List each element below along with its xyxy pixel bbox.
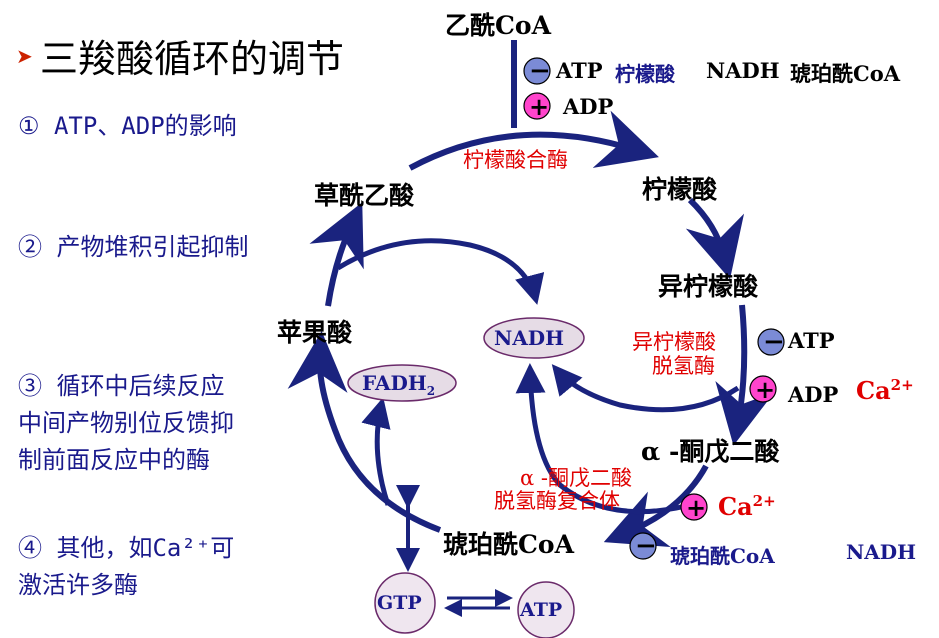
list-item: 激活许多酶	[18, 571, 138, 599]
fadh2-subscript: 2	[426, 384, 436, 398]
reg-idh-minus-atp: ATP	[788, 328, 835, 353]
reg-cs-minus-nadh: NADH	[706, 58, 780, 83]
enzyme-akgdh-line2: 脱氢酶复合体	[494, 489, 620, 513]
node-succinyl-coa: 琥珀酰CoA	[443, 530, 574, 559]
gtp-circle	[374, 572, 436, 634]
reg-akg-plus-ca: Ca2+	[718, 492, 776, 521]
enzyme-akgdh-line1: α -酮戊二酸	[520, 466, 632, 490]
label-gtp: GTP	[377, 592, 422, 614]
minus-icon	[523, 57, 551, 85]
list-item: 中间产物别位反馈抑	[18, 409, 234, 437]
label-atp: ATP	[520, 599, 563, 621]
ca-symbol: Ca	[856, 376, 891, 405]
node-isocitrate: 异柠檬酸	[658, 272, 759, 301]
plus-sign: +	[755, 375, 776, 404]
arrow-to-fadh2	[361, 397, 391, 506]
plus-icon	[680, 493, 708, 521]
reg-cs-minus-succinylcoa: 琥珀酰CoA	[790, 61, 901, 86]
plus-icon	[523, 92, 551, 120]
reg-cs-minus-citrate: 柠檬酸	[615, 62, 675, 86]
plus-icon	[749, 375, 777, 403]
node-malate: 苹果酸	[277, 318, 353, 347]
arrow-idh-to-nadh	[551, 364, 740, 413]
minus-sign: −	[763, 327, 785, 357]
minus-sign: −	[635, 531, 657, 561]
node-citrate: 柠檬酸	[642, 175, 718, 204]
arrow-akg-to-succinylcoa	[603, 464, 709, 548]
list-item: ② 产物堆积引起抑制	[18, 233, 249, 261]
arrow-citrate-to-isocitrate	[685, 197, 745, 280]
list-item: ④ 其他，如Ca²⁺可	[18, 534, 235, 562]
minus-icon	[757, 328, 785, 356]
minus-sign: −	[529, 56, 551, 86]
ca-charge: 2+	[890, 376, 914, 394]
fadh2-ellipse	[347, 364, 457, 402]
nadh-ellipse	[483, 317, 585, 359]
reg-akg-minus-nadh: NADH	[846, 540, 917, 564]
node-alpha-ketoglutarate: α -酮戊二酸	[641, 437, 780, 466]
plus-sign: +	[529, 92, 550, 121]
label-nadh: NADH	[494, 326, 565, 350]
fadh2-base: FADH	[362, 371, 427, 395]
enzyme-idh-line2: 脱氢酶	[652, 354, 715, 378]
arrow-akgdh-to-nadh	[515, 363, 691, 515]
arrow-malate-to-oaa	[309, 202, 364, 307]
ca-symbol: Ca	[718, 492, 753, 521]
node-oxaloacetate: 草酰乙酸	[314, 181, 415, 210]
reg-cs-minus-atp: ATP	[556, 58, 603, 83]
ca-charge: 2+	[752, 492, 776, 510]
plus-sign: +	[686, 493, 707, 522]
arrow-isocitrate-to-akg	[715, 304, 775, 446]
page-title: 三羧酸循环的调节	[40, 37, 345, 81]
reg-idh-plus-ca: Ca2+	[856, 376, 914, 405]
arrow-mdh-to-nadh	[336, 238, 545, 305]
title-bullet-icon: ➤	[16, 44, 33, 68]
enzyme-citrate-synthase: 柠檬酸合酶	[463, 148, 568, 172]
reg-akg-minus-succinylcoa: 琥珀酰CoA	[670, 544, 775, 568]
list-item: ① ATP、ADP的影响	[18, 112, 237, 140]
list-item: 制前面反应中的酶	[18, 446, 210, 474]
minus-icon	[629, 532, 657, 560]
enzyme-idh-line1: 异柠檬酸	[632, 330, 716, 354]
node-acetyl-coa: 乙酰CoA	[445, 11, 551, 40]
reg-idh-plus-adp: ADP	[788, 382, 839, 407]
list-item: ③ 循环中后续反应	[18, 372, 225, 400]
atp-circle	[517, 581, 575, 638]
arrow-oaa-to-citrate	[408, 110, 659, 171]
reg-cs-plus-adp: ADP	[563, 94, 614, 119]
label-fadh2: FADH2	[362, 371, 435, 398]
